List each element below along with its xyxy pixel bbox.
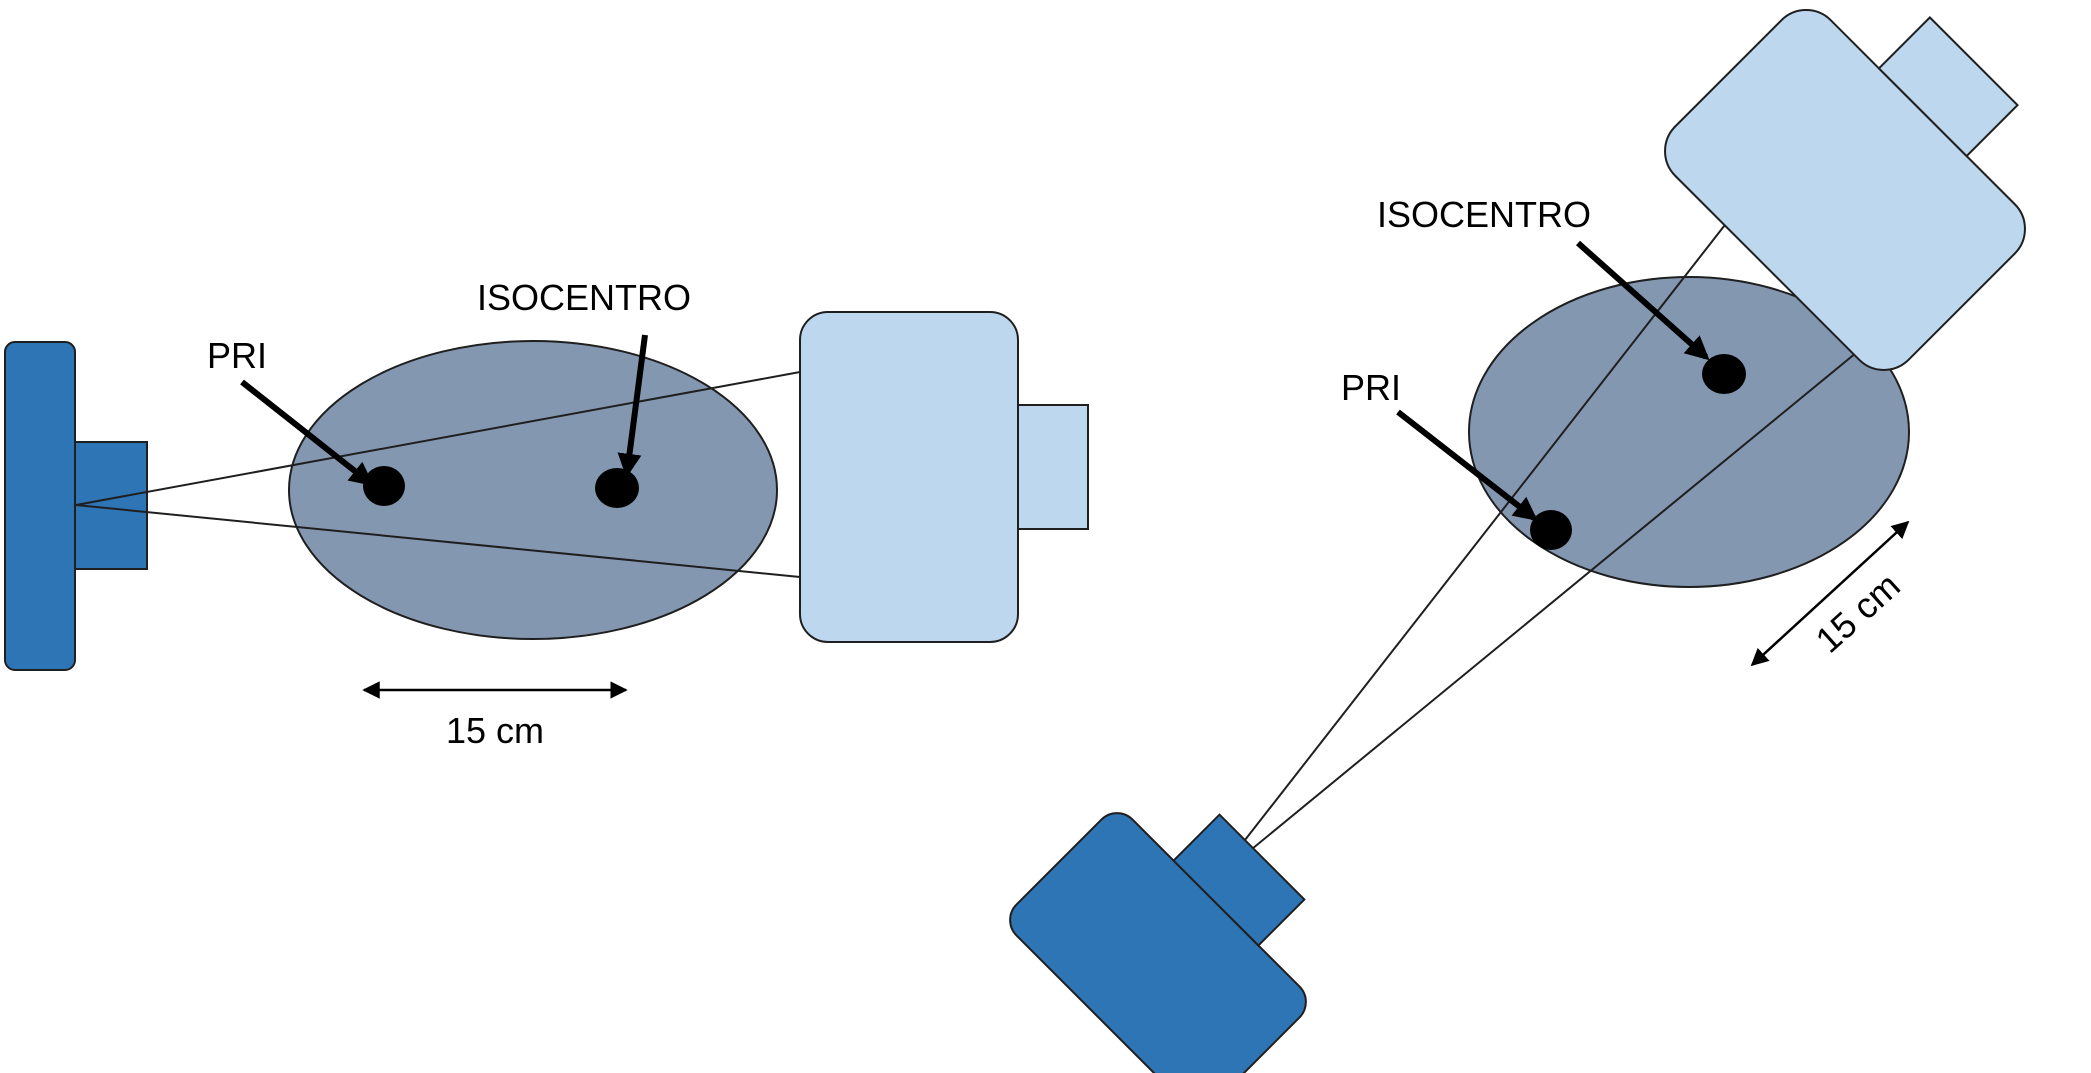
right-dimension-label: 15 cm [1807, 565, 1907, 661]
right-detector-panel [1009, 812, 1307, 1073]
left-pri-point [363, 466, 405, 506]
right-isocentro-point [1702, 354, 1746, 394]
left-tube-housing [1017, 404, 1089, 530]
left-tube-head [799, 311, 1019, 643]
right-beam-edge-left [1212, 179, 1761, 882]
right-isocentro-arrow [1576, 240, 1710, 361]
left-beam-edge-top [75, 371, 801, 506]
left-view: PRI ISOCENTRO 15 cm [4, 277, 1089, 751]
right-pri-arrow [1396, 409, 1538, 521]
left-patient-ellipse [288, 340, 778, 640]
right-tube [1664, 9, 2026, 371]
left-isocentro-point [595, 468, 639, 508]
right-view: ISOCENTRO PRI 15 cm [1009, 9, 2026, 1073]
right-detector-housing [1172, 813, 1306, 947]
right-beam-edge-right [1212, 324, 1891, 882]
right-pri-label: PRI [1341, 367, 1401, 408]
left-beam-edge-bottom [75, 504, 801, 578]
right-dimension-arrow [1750, 520, 1910, 667]
left-isocentro-arrow [617, 334, 648, 478]
right-pri-point [1530, 510, 1572, 550]
right-patient-ellipse [1468, 276, 1910, 588]
right-tube-housing [1877, 16, 2019, 158]
left-pri-label: PRI [207, 335, 267, 376]
left-detector-panel [4, 341, 76, 671]
right-detector [1009, 812, 1307, 1073]
right-isocentro-label: ISOCENTRO [1377, 194, 1591, 235]
left-dimension-label: 15 cm [446, 710, 544, 751]
left-isocentro-label: ISOCENTRO [477, 277, 691, 318]
left-pri-arrow [240, 379, 374, 486]
